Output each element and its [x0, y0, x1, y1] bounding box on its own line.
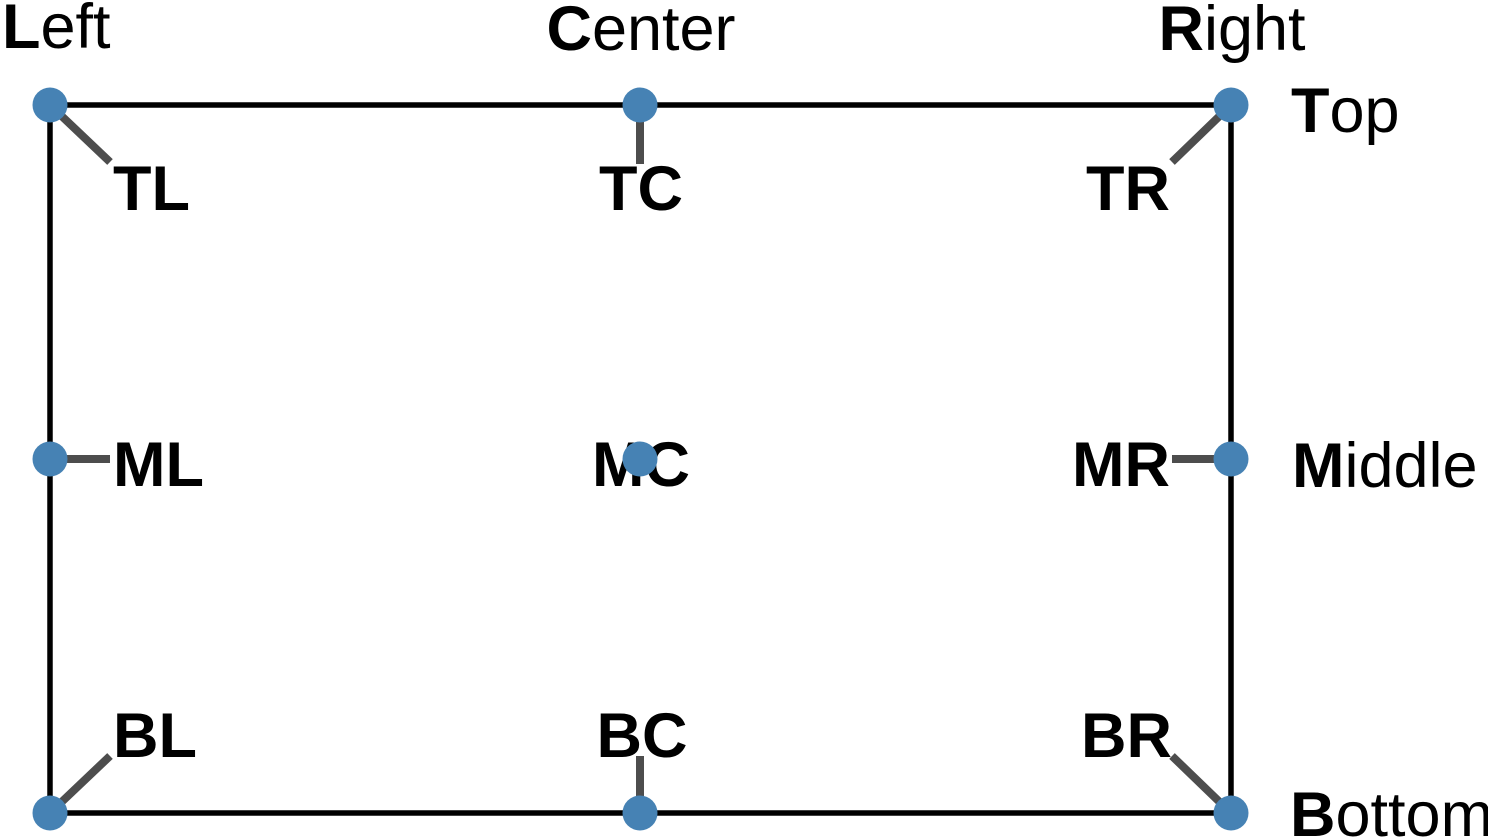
anchor-dots-layer — [32, 87, 1249, 831]
anchor-dot-TL — [32, 87, 68, 123]
anchor-dot-TR — [1213, 87, 1249, 123]
anchor-dot-BL — [32, 795, 68, 831]
edge-label-right: Right — [1158, 0, 1306, 64]
edge-label-right-bold: R — [1158, 0, 1204, 64]
anchor-label-TL: TL — [113, 154, 190, 224]
edge-label-top-rest: op — [1329, 76, 1399, 146]
edge-label-bottom-rest: ottom — [1336, 780, 1488, 839]
anchor-dot-ML — [32, 441, 68, 477]
edge-label-bottom-bold: B — [1290, 780, 1336, 839]
edge-label-left: Left — [2, 0, 111, 62]
anchor-dot-TC — [622, 87, 658, 123]
edge-label-bottom: Bottom — [1290, 780, 1488, 839]
edge-label-center-bold: C — [546, 0, 592, 64]
edge-label-middle-bold: M — [1292, 431, 1344, 501]
anchor-label-BC: BC — [597, 701, 688, 771]
edge-label-right-rest: ight — [1204, 0, 1306, 64]
anchor-dot-MC — [622, 441, 658, 477]
anchor-label-TC: TC — [599, 154, 683, 224]
anchor-label-ML: ML — [113, 430, 204, 500]
edge-label-center-rest: enter — [592, 0, 736, 64]
anchor-label-BL: BL — [113, 701, 197, 771]
edge-label-left-bold: L — [2, 0, 40, 62]
anchor-label-TR: TR — [1086, 154, 1170, 224]
anchor-label-BR: BR — [1081, 701, 1172, 771]
edge-label-left-rest: eft — [40, 0, 111, 62]
edge-label-middle-rest: iddle — [1344, 431, 1477, 501]
anchor-dot-BR — [1213, 795, 1249, 831]
edge-label-top: Top — [1291, 76, 1400, 146]
edge-label-center: Center — [546, 0, 735, 64]
anchor-dot-BC — [622, 795, 658, 831]
anchor-label-MR: MR — [1072, 430, 1170, 500]
anchor-dot-MR — [1213, 441, 1249, 477]
edge-label-top-bold: T — [1291, 76, 1329, 146]
edge-label-middle: Middle — [1292, 431, 1478, 501]
